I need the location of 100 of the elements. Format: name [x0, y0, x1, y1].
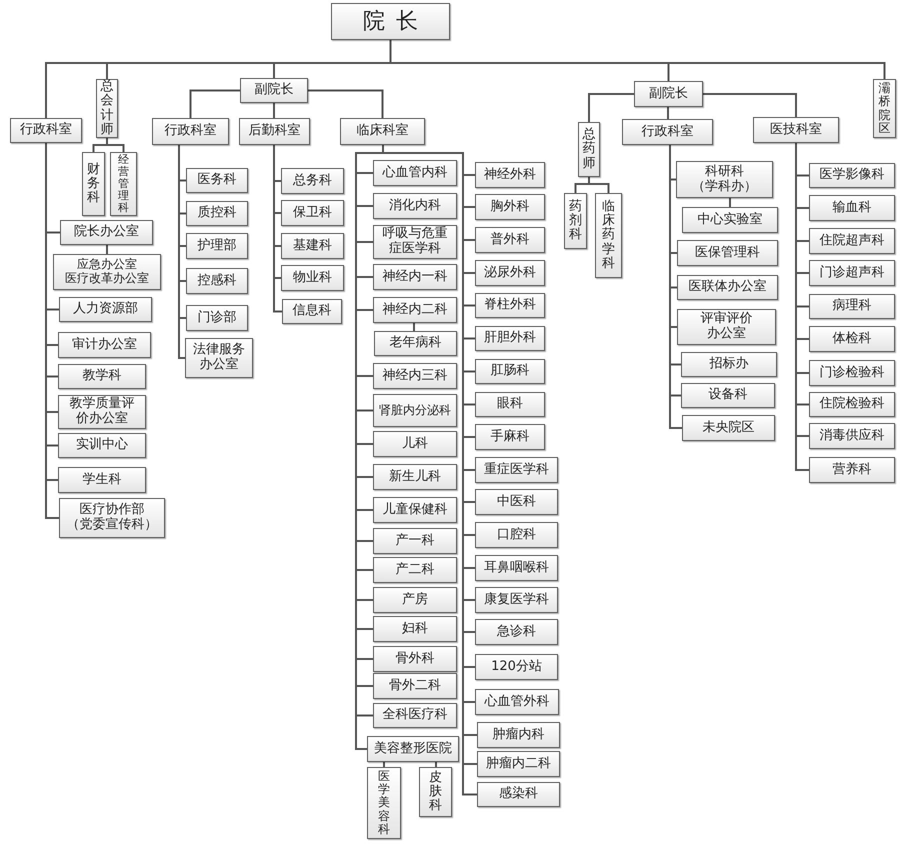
connector-line: [435, 762, 437, 767]
org-unit-box: [373, 673, 457, 699]
org-unit-box: [682, 415, 775, 441]
org-unit-box: [373, 394, 457, 427]
org-unit-box: [475, 194, 545, 220]
org-unit-box: [58, 395, 146, 429]
unit-name: 医学美容科: [378, 770, 390, 836]
org-unit-box: [373, 193, 457, 219]
unit-name: 医保管理科: [695, 246, 760, 260]
org-unit-box: [186, 305, 248, 331]
unit-name: 皮肤科: [429, 770, 442, 814]
org-unit-box: [475, 654, 558, 680]
unit-name: 设备科: [708, 388, 748, 403]
org-unit-box: [677, 240, 778, 266]
org-unit-box: [809, 326, 895, 352]
org-unit-box: [475, 619, 558, 645]
org-unit-box: [58, 332, 151, 358]
unit-name: 输血科: [832, 200, 872, 216]
org-unit-box: [475, 326, 545, 351]
org-unit-box: [634, 81, 703, 107]
unit-name: 招标办: [710, 357, 748, 372]
org-unit-box: [475, 392, 545, 417]
org-unit-box: [373, 587, 457, 613]
org-unit-box: [373, 264, 457, 290]
org-unit-box: [873, 79, 896, 138]
org-unit-box: [475, 293, 545, 318]
org-unit-box: [367, 767, 401, 839]
org-unit-box: [477, 782, 560, 807]
unit-name: 全科医疗科: [382, 708, 448, 723]
unit-name: 神经内一科: [382, 270, 448, 284]
unit-name: 病理科: [832, 299, 872, 314]
unit-name: 儿童保健科: [382, 502, 448, 518]
org-unit-box: [809, 360, 895, 386]
unit-name: 行政科室: [20, 123, 72, 138]
unit-name: 住院超声科: [820, 234, 884, 248]
org-unit-box: [682, 207, 778, 233]
org-unit-box: [809, 228, 895, 254]
org-unit-box: [677, 275, 778, 300]
org-unit-box: [373, 497, 457, 523]
org-unit-box: [281, 168, 344, 194]
org-unit-box: [477, 722, 560, 748]
unit-name: 财务科: [87, 162, 100, 206]
unit-name: 耳鼻咽喉科: [484, 560, 549, 576]
unit-name: 普外科: [490, 232, 530, 248]
connector-line: [190, 90, 240, 118]
org-unit-box: [681, 383, 775, 408]
org-unit-box: [475, 489, 558, 515]
org-unit-box: [53, 254, 161, 290]
unit-name: 呼吸与危重症医学科: [382, 227, 448, 257]
org-unit-box: [58, 433, 146, 458]
org-unit-box: [578, 122, 600, 177]
org-unit-box: [622, 119, 713, 145]
org-unit-box: [186, 168, 248, 193]
unit-name: 临床药学科: [602, 200, 615, 272]
connector-line: [45, 143, 59, 519]
unit-name: 心血管内科: [382, 166, 448, 180]
org-unit-box: [282, 299, 342, 324]
org-unit-box: [475, 424, 545, 450]
unit-name: 院长: [362, 8, 429, 34]
unit-name: 产房: [402, 592, 428, 608]
org-unit-box: [475, 555, 558, 581]
unit-name: 儿科: [402, 436, 428, 452]
unit-name: 神经内三科: [382, 368, 448, 384]
unit-name: 产二科: [396, 562, 434, 578]
unit-name: 后勤科室: [248, 124, 300, 139]
unit-name: 门诊检验科: [820, 366, 884, 380]
unit-name: 康复医学科: [484, 592, 549, 608]
connector-line: [413, 323, 415, 331]
connector-line: [383, 762, 385, 767]
org-unit-box: [10, 118, 82, 143]
org-unit-box: [809, 195, 895, 221]
org-unit-box: [331, 3, 450, 40]
org-unit-box: [809, 260, 895, 286]
unit-name: 口腔科: [497, 528, 536, 542]
unit-name: 老年病科: [390, 336, 442, 351]
unit-name: 医疗协作部（党委宣传科）: [66, 503, 158, 533]
unit-name: 应急办公室: [77, 258, 137, 272]
unit-name: 行政科室: [164, 124, 216, 139]
unit-name: 心血管外科: [484, 694, 550, 710]
unit-name: 副院长: [649, 86, 688, 102]
org-unit-box: [475, 522, 558, 548]
org-unit-box: [676, 161, 773, 198]
unit-name: 神经外科: [484, 168, 536, 182]
org-unit-box: [373, 225, 457, 259]
unit-name: 评审评价办公室: [700, 312, 754, 342]
unit-name: 产一科: [396, 534, 434, 548]
unit-name: 基建科: [293, 238, 332, 254]
unit-name: 妇科: [402, 622, 428, 636]
unit-name: 医务科: [198, 173, 236, 188]
unit-name: 护理部: [198, 238, 236, 254]
unit-name: 肝胆外科: [484, 331, 536, 346]
org-unit-box: [152, 118, 229, 145]
org-unit-box: [419, 767, 452, 817]
unit-name: 脊柱外科: [484, 298, 536, 313]
unit-name: 院长办公室: [74, 225, 139, 240]
unit-name: 总药师: [582, 128, 596, 171]
unit-name: 肛肠科: [490, 364, 530, 379]
org-unit-box: [110, 152, 137, 216]
connector-line: [588, 93, 634, 122]
connector-line: [178, 145, 185, 359]
